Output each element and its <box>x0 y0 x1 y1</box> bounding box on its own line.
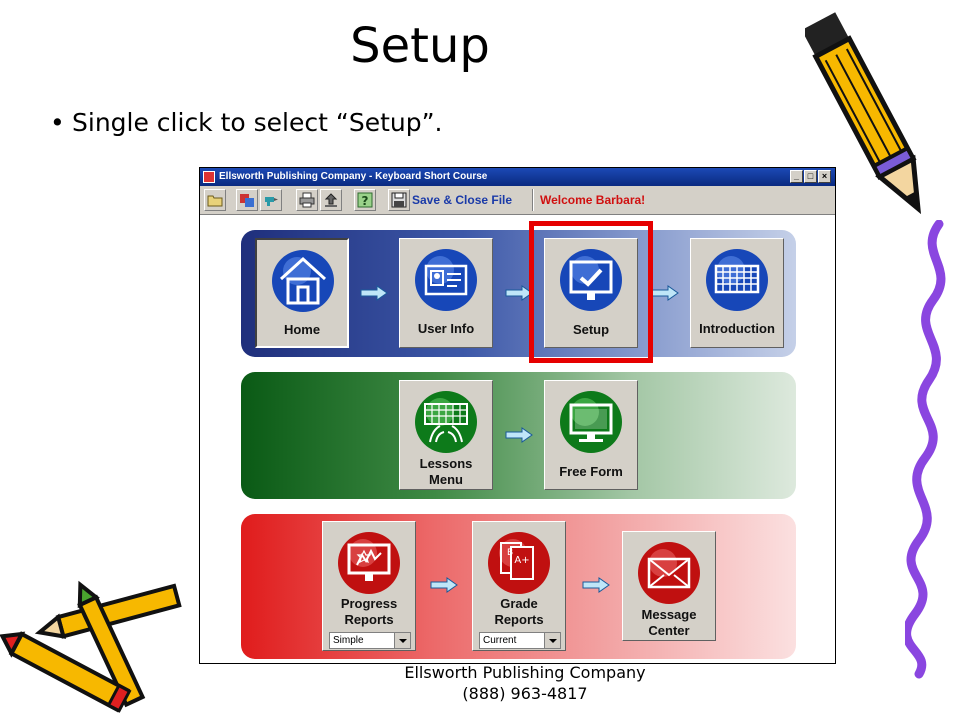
lessons-menu-label-1: Lessons <box>419 456 473 471</box>
home-label: Home <box>283 322 321 337</box>
monitor-icon <box>560 391 622 453</box>
setup-label: Setup <box>572 322 610 337</box>
svg-text:B: B <box>507 548 513 558</box>
bullet-text: Single click to select “Setup”. <box>72 108 443 137</box>
setup-tile[interactable]: Setup <box>544 238 638 348</box>
floppy-disk-icon <box>391 192 407 208</box>
progress-report-selected: Simple <box>333 635 364 646</box>
close-button[interactable]: × <box>818 170 831 183</box>
home-tile[interactable]: Home <box>255 238 349 348</box>
arrow-right-icon <box>505 427 533 443</box>
footer-phone: (888) 963-4817 <box>462 684 588 703</box>
open-folder-button[interactable] <box>204 189 226 211</box>
crayons-clipart-icon <box>0 580 182 713</box>
message-center-label-2: Center <box>648 623 690 638</box>
arrow-right-icon <box>505 285 533 301</box>
toolbar-separator <box>532 189 534 211</box>
lessons-menu-tile[interactable]: Lessons Menu <box>399 380 493 490</box>
footer-company: Ellsworth Publishing Company <box>404 663 646 682</box>
setup-monitor-icon <box>560 249 622 311</box>
chevron-down-icon[interactable] <box>394 633 410 648</box>
pencil-clipart-icon <box>805 12 922 215</box>
user-card-icon <box>415 249 477 311</box>
typing-hands-icon <box>415 391 477 453</box>
setup-highlight-box <box>529 221 653 363</box>
upload-button[interactable] <box>320 189 342 211</box>
grade-report-select[interactable]: Current <box>479 632 561 649</box>
maximize-button[interactable]: □ <box>804 170 817 183</box>
drill-button[interactable] <box>260 189 282 211</box>
help-button[interactable]: ? <box>354 189 376 211</box>
progress-reports-label-2: Reports <box>344 612 394 627</box>
message-center-label-1: Message <box>641 607 697 622</box>
slide-footer: Ellsworth Publishing Company (888) 963-4… <box>360 662 690 704</box>
welcome-message: Welcome Barbara! <box>540 193 646 207</box>
app-icon <box>203 171 215 183</box>
print-button[interactable] <box>296 189 318 211</box>
user-info-tile[interactable]: User Info <box>399 238 493 348</box>
progress-reports-tile[interactable]: Progress Reports Simple <box>322 521 416 651</box>
introduction-tile[interactable]: Introduction <box>690 238 784 348</box>
progress-reports-label-1: Progress <box>340 596 398 611</box>
grade-report-selected: Current <box>483 635 517 646</box>
bullet-dot: • <box>50 108 65 137</box>
slide-title: Setup <box>350 18 490 74</box>
grade-reports-tile[interactable]: B A+ Grade Reports Current <box>472 521 566 651</box>
arrow-right-icon <box>651 285 679 301</box>
chevron-down-icon[interactable] <box>544 633 560 648</box>
toolbar: ? Save & Close File Welcome Barbara! <box>200 186 835 215</box>
arrow-right-icon <box>360 285 388 301</box>
help-icon: ? <box>357 192 373 208</box>
progress-report-select[interactable]: Simple <box>329 632 411 649</box>
progress-chart-icon <box>338 532 400 594</box>
app-window: Ellsworth Publishing Company - Keyboard … <box>199 167 836 664</box>
grade-cards-icon: B A+ <box>488 532 550 594</box>
tools-button[interactable] <box>236 189 258 211</box>
free-form-label: Free Form <box>559 464 623 479</box>
folder-icon <box>207 195 223 207</box>
window-titlebar[interactable]: Ellsworth Publishing Company - Keyboard … <box>200 168 835 186</box>
house-icon <box>272 250 334 312</box>
arrow-right-icon <box>430 577 458 593</box>
grade-reports-label-2: Reports <box>494 612 544 627</box>
envelope-icon <box>638 542 700 604</box>
grade-reports-label-1: Grade <box>500 596 538 611</box>
tools-icon <box>240 194 254 207</box>
save-close-label: Save & Close File <box>412 193 513 207</box>
squiggle-line-icon <box>905 220 946 679</box>
lessons-menu-label-2: Menu <box>429 472 463 487</box>
save-close-button[interactable]: Save & Close File <box>388 189 528 211</box>
keyboard-grid-icon <box>706 249 768 311</box>
arrow-right-icon <box>582 577 610 593</box>
window-title: Ellsworth Publishing Company - Keyboard … <box>219 171 488 182</box>
svg-text:?: ? <box>362 194 369 208</box>
upload-icon <box>324 193 338 207</box>
slide-bullet: •Single click to select “Setup”. <box>50 108 443 137</box>
user-info-label: User Info <box>417 321 475 336</box>
drill-icon <box>265 197 278 206</box>
introduction-label: Introduction <box>699 321 775 336</box>
message-center-tile[interactable]: Message Center <box>622 531 716 641</box>
main-content: Home User Info Setup <box>200 215 835 663</box>
save-disk-button[interactable] <box>388 189 410 211</box>
free-form-tile[interactable]: Free Form <box>544 380 638 490</box>
minimize-button[interactable]: _ <box>790 170 803 183</box>
printer-icon <box>299 192 315 208</box>
svg-text:A+: A+ <box>514 555 529 566</box>
